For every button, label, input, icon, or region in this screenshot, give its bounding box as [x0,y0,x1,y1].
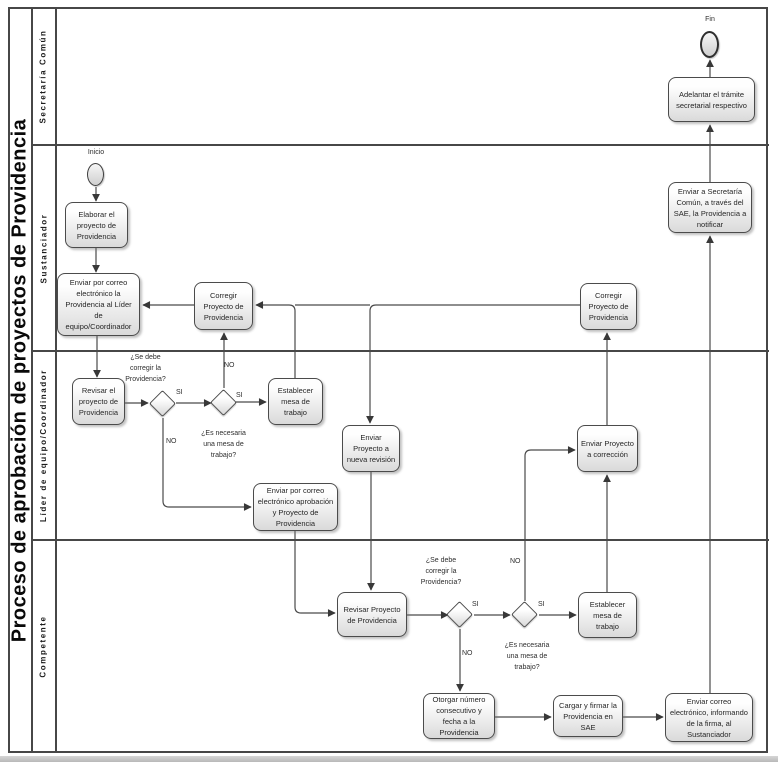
task-revisar-proyecto-1[interactable]: Revisar el proyecto de Providencia [72,378,125,425]
lane-label-competente: Competente [39,615,49,678]
question-corregir-lider: ¿Se debe corregir la Providencia? [125,354,166,383]
task-revisar-proyecto-2[interactable]: Revisar Proyecto de Providencia [337,592,407,637]
lane-divider-1 [31,144,769,146]
pool-title-column: Proceso de aprobación de proyectos de Pr… [8,7,32,753]
lane-divider-3 [31,539,769,541]
task-enviar-correo-lider[interactable]: Enviar por correo electrónico la Provide… [57,273,140,336]
lane-secretaria-comun: Secretaría Común [32,7,55,145]
task-establecer-mesa-2[interactable]: Establecer mesa de trabajo [578,592,637,638]
task-corregir-proyecto-2[interactable]: Corregir Proyecto de Providencia [580,283,637,330]
task-enviar-correo-firma[interactable]: Enviar correo electrónico, informando de… [665,693,753,742]
lane-label-sustanciador: Sustanciador [39,213,49,283]
end-event[interactable] [700,31,719,58]
lane-label-lider-equipo: Líder de equipo/Coordinador [39,369,49,522]
title-column-divider [31,7,33,753]
task-enviar-aprobacion[interactable]: Enviar por correo electrónico aprobación… [253,483,338,531]
edge-label-no-gw4: NO [510,558,521,565]
task-enviar-correccion[interactable]: Enviar Proyecto a corrección [577,425,638,472]
task-establecer-mesa-1[interactable]: Establecer mesa de trabajo [268,378,323,425]
task-otorgar-numero[interactable]: Otorgar número consecutivo y fecha a la … [423,693,495,739]
start-event-label: Inicio [87,149,105,156]
edge-label-no-gw2: NO [224,362,235,369]
pool-title: Proceso de aprobación de proyectos de Pr… [8,118,31,642]
task-corregir-proyecto-1[interactable]: Corregir Proyecto de Providencia [194,282,253,330]
lane-competente: Competente [32,540,55,753]
task-enviar-nueva-revision[interactable]: Enviar Proyecto a nueva revisión [342,425,400,472]
lane-label-divider [55,7,57,753]
start-event[interactable] [87,163,104,186]
edge-label-si-gw1: SI [176,389,183,396]
pool-border [8,7,768,753]
bottom-scrollbar[interactable] [0,756,778,762]
edge-label-si-gw4: SI [538,601,545,608]
lane-label-secretaria-comun: Secretaría Común [39,28,49,124]
question-corregir-competente: ¿Se debe corregir la Providencia? [420,557,462,586]
question-mesa-lider: ¿Es necesaria una mesa de trabajo? [201,430,246,459]
edge-label-no-gw3: NO [462,650,473,657]
task-enviar-secretaria-comun[interactable]: Enviar a Secretaría Común, a través del … [668,182,752,233]
question-mesa-competente: ¿Es necesaria una mesa de trabajo? [504,642,550,671]
edge-label-no-gw1: NO [166,438,177,445]
edge-label-si-gw2: SI [236,392,243,399]
task-cargar-firmar-sae[interactable]: Cargar y firmar la Providencia en SAE [553,695,623,737]
lane-sustanciador: Sustanciador [32,145,55,351]
task-adelantar-tramite[interactable]: Adelantar el trámite secretarial respect… [668,77,755,122]
task-elaborar-proyecto[interactable]: Elaborar el proyecto de Providencia [65,202,128,248]
edge-label-si-gw3: SI [472,601,479,608]
end-event-label: Fin [705,16,715,23]
lane-lider-equipo: Líder de equipo/Coordinador [32,351,55,540]
